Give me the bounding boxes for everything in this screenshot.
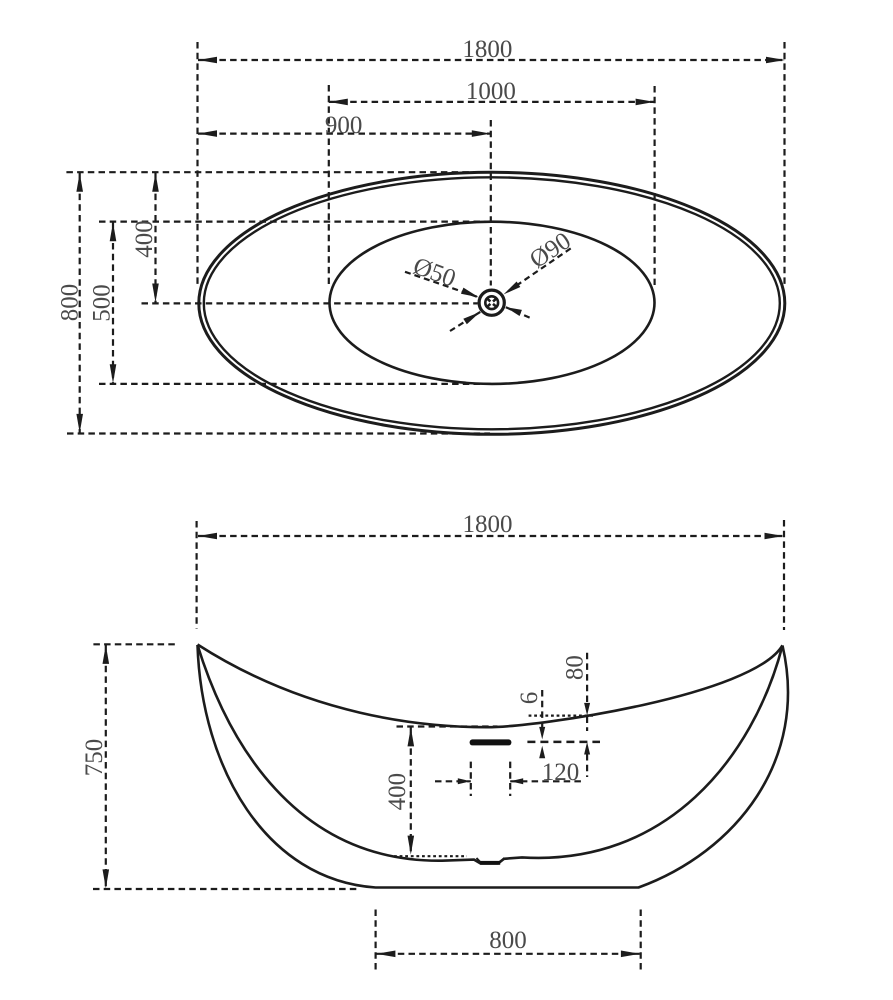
svg-text:900: 900: [325, 112, 363, 139]
svg-text:1800: 1800: [463, 511, 513, 538]
svg-text:800: 800: [489, 927, 527, 954]
svg-text:750: 750: [81, 739, 108, 777]
svg-text:800: 800: [56, 284, 83, 322]
svg-text:400: 400: [384, 773, 411, 811]
svg-text:1800: 1800: [462, 36, 512, 63]
svg-text:400: 400: [131, 220, 158, 258]
svg-text:120: 120: [542, 759, 580, 786]
svg-text:6: 6: [516, 692, 543, 705]
svg-text:1000: 1000: [466, 78, 516, 105]
svg-text:500: 500: [89, 284, 116, 322]
svg-text:80: 80: [562, 655, 589, 680]
